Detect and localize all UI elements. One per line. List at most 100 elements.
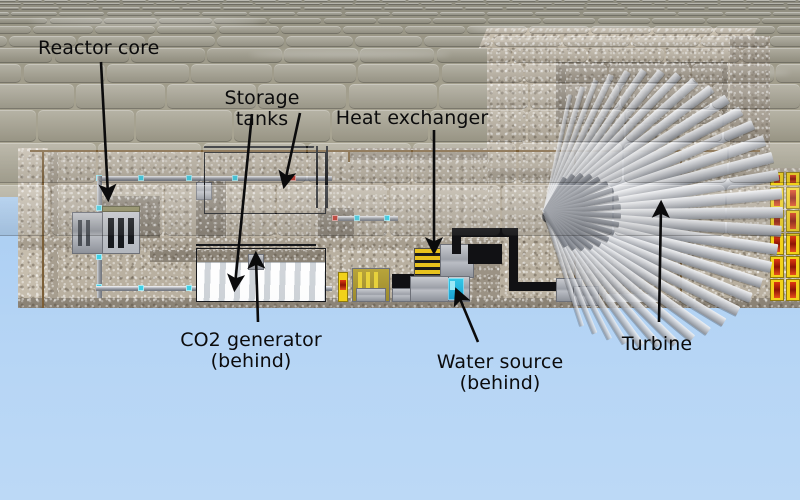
- ground-brick: [777, 25, 800, 35]
- ground-brick: [436, 48, 511, 63]
- ground-brick: [23, 3, 54, 6]
- ground-brick: [554, 3, 586, 6]
- ground-brick: [746, 0, 770, 2]
- ground-brick: [384, 6, 423, 11]
- reactor-column-core: [790, 236, 796, 252]
- ground-brick: [589, 48, 664, 63]
- ground-brick: [623, 142, 727, 184]
- label-co2-generator: CO2 generator (behind): [180, 329, 322, 372]
- pipe-joint: [96, 254, 102, 260]
- ground-brick: [164, 184, 275, 236]
- ground-brick: [200, 0, 224, 2]
- ground-brick: [136, 110, 232, 142]
- ground-brick: [465, 6, 504, 11]
- ground-brick: [707, 17, 760, 25]
- ground-brick: [59, 11, 105, 17]
- ground-brick: [562, 35, 630, 47]
- ground-brick: [382, 0, 406, 2]
- ground-brick: [0, 35, 7, 47]
- ground-brick: [707, 6, 746, 11]
- ground-brick: [174, 0, 198, 2]
- ground-brick: [304, 0, 328, 2]
- conduit-recess: [468, 244, 502, 264]
- ground-brick: [586, 6, 625, 11]
- ground-brick: [283, 48, 358, 63]
- wire-rail-post-left: [42, 150, 44, 308]
- ground-brick: [11, 11, 57, 17]
- ground-brick: [70, 0, 94, 2]
- ground-brick: [54, 48, 129, 63]
- ground-brick: [753, 3, 785, 6]
- ground-brick: [521, 3, 552, 6]
- ground-brick: [389, 184, 500, 236]
- label-turbine: Turbine: [621, 333, 693, 355]
- ground-brick: [439, 84, 528, 109]
- ground-brick: [546, 6, 585, 11]
- ground-brick: [413, 142, 517, 184]
- ground-brick: [630, 11, 676, 17]
- reactor-column-core: [790, 213, 796, 229]
- ground-brick: [433, 17, 486, 25]
- ground-brick: [626, 6, 665, 11]
- machine-base: [356, 288, 386, 302]
- ground-brick: [720, 0, 744, 2]
- ground-brick: [776, 64, 800, 83]
- ground-brick: [542, 17, 596, 25]
- building-left-side-face: [48, 152, 58, 308]
- ground-brick: [653, 3, 685, 6]
- ground-brick: [18, 0, 42, 2]
- ground-brick: [529, 25, 589, 35]
- building-base-strip: [18, 298, 800, 308]
- machine-rod: [366, 272, 370, 298]
- ground-brick: [222, 6, 261, 11]
- ground-brick: [97, 142, 201, 184]
- ground-brick: [488, 17, 541, 25]
- ground-brick: [748, 6, 787, 11]
- ground-brick: [190, 64, 273, 83]
- ground-brick: [360, 48, 435, 63]
- ground-brick: [538, 0, 562, 2]
- reactor-column-core: [774, 259, 780, 275]
- ground-brick-row: [0, 142, 800, 185]
- ground-brick: [268, 17, 322, 25]
- ground-brick: [564, 0, 588, 2]
- reactor-core-rod: [86, 220, 90, 246]
- ground-brick: [122, 0, 146, 2]
- ground-brick: [0, 11, 10, 17]
- ground-brick: [667, 6, 706, 11]
- reactor-column-block: [786, 233, 800, 255]
- reactor-core-rod: [108, 218, 114, 248]
- ground-brick: [216, 35, 284, 47]
- ground-brick: [0, 84, 74, 109]
- storage-tank-box-upper: [204, 152, 326, 214]
- ground-brick: [201, 11, 248, 17]
- ground-brick: [343, 25, 403, 35]
- ground-brick-row: [0, 3, 800, 7]
- conduit-segment: [509, 282, 557, 291]
- ground-brick-row: [0, 110, 800, 143]
- pipe-joint: [138, 285, 144, 291]
- pipe-joint: [384, 215, 390, 221]
- ground-brick: [597, 17, 651, 25]
- ground-brick: [493, 35, 561, 47]
- reactor-core-rod: [78, 220, 82, 246]
- ground-brick: [274, 64, 356, 83]
- ground-brick: [421, 3, 453, 6]
- reactor-core-rod: [128, 218, 134, 244]
- machinery-layer: [72, 146, 800, 306]
- ground-brick: [591, 25, 651, 35]
- ground-brick: [525, 64, 607, 83]
- ground-brick: [257, 84, 347, 109]
- ground-brick-row: [0, 64, 800, 84]
- ground-brick: [89, 3, 121, 6]
- ground-brick: [582, 11, 628, 17]
- ground-brick: [725, 11, 771, 17]
- ground-brick: [189, 3, 220, 6]
- ground-brick: [167, 84, 256, 109]
- ground-brick: [0, 17, 48, 25]
- reactor-column-core: [790, 190, 796, 206]
- ground-brick: [742, 48, 800, 63]
- ground-brick: [252, 0, 276, 2]
- ground-brick: [518, 142, 622, 184]
